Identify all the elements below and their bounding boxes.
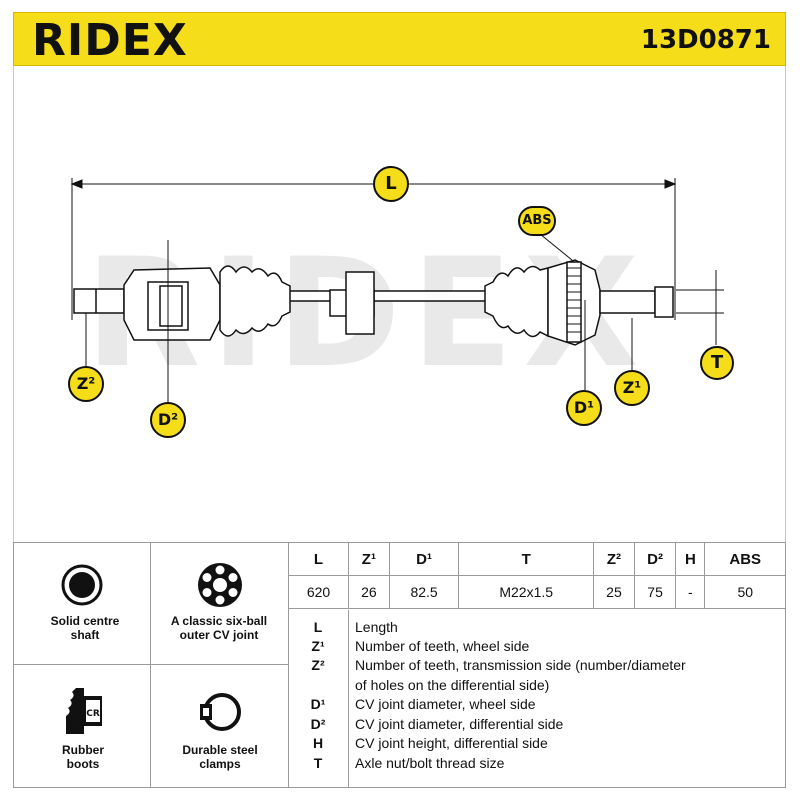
rubber-boot-icon: CR <box>66 688 102 734</box>
feature-divider-h <box>13 664 288 665</box>
brand-logo: RIDEX <box>32 15 188 66</box>
spec-header: H <box>675 542 706 576</box>
legend-row: D² CV joint diameter, differential side <box>288 716 786 736</box>
steel-clamp-icon <box>200 693 241 731</box>
callout-Z1: Z¹ <box>614 370 650 406</box>
diagram-frame <box>13 66 786 542</box>
legend-key: H <box>312 735 324 751</box>
callout-D2: D² <box>150 402 186 438</box>
legend-divider <box>348 610 349 788</box>
legend-key: Z¹ <box>311 638 325 654</box>
spec-header: D² <box>633 542 677 576</box>
solid-shaft-icon <box>61 564 103 606</box>
legend: L Length Z¹ Number of teeth, wheel side … <box>288 610 786 788</box>
spec-value-row: 620 26 82.5 M22x1.5 25 75 - 50 <box>288 575 786 609</box>
spec-header: T <box>458 542 595 576</box>
spec-value: 75 <box>633 575 677 609</box>
callout-Z2: Z² <box>68 366 104 402</box>
legend-key: L <box>313 619 323 635</box>
legend-row: Z¹ Number of teeth, wheel side <box>288 638 786 658</box>
feature-label-six-ball: A classic six-ball outer CV joint <box>170 614 268 642</box>
feature-label-solid-shaft: Solid centre shaft <box>50 614 120 642</box>
legend-key: Z² <box>311 657 325 673</box>
leader-lines <box>85 233 724 405</box>
spec-header: Z¹ <box>347 542 390 576</box>
legend-row: Z² Number of teeth, transmission side (n… <box>288 657 786 677</box>
spec-header: Z² <box>593 542 635 576</box>
part-number: 13D0871 <box>640 25 771 55</box>
spec-value: 25 <box>593 575 635 609</box>
spec-header-row: L Z¹ D¹ T Z² D² H ABS <box>288 542 786 576</box>
legend-desc: Axle nut/bolt thread size <box>355 755 505 771</box>
spec-value: 620 <box>288 575 349 609</box>
feature-divider-v2 <box>288 542 289 788</box>
legend-desc: CV joint diameter, differential side <box>355 716 564 732</box>
spec-header: ABS <box>704 542 786 576</box>
spec-header: L <box>288 542 349 576</box>
legend-desc: of holes on the differential side) <box>355 677 550 693</box>
spec-table: L Z¹ D¹ T Z² D² H ABS 620 26 82.5 M22x1.… <box>288 542 786 609</box>
legend-desc: Number of teeth, transmission side (numb… <box>355 657 686 673</box>
driveshaft-drawing: RIDEX <box>70 178 724 405</box>
feature-divider-v1 <box>150 542 151 788</box>
spec-value: 82.5 <box>388 575 460 609</box>
legend-desc: Number of teeth, wheel side <box>355 638 530 654</box>
legend-row: T Axle nut/bolt thread size <box>288 755 786 775</box>
spec-value: 26 <box>347 575 390 609</box>
svg-text:CR: CR <box>86 709 100 719</box>
legend-row: of holes on the differential side) <box>288 677 786 697</box>
spec-value: M22x1.5 <box>458 575 595 609</box>
spec-value: 50 <box>704 575 786 609</box>
callout-abs: ABS <box>518 206 556 236</box>
callout-L: L <box>373 166 409 202</box>
spec-header: D¹ <box>388 542 460 576</box>
six-ball-joint-icon <box>198 563 242 607</box>
feature-label-steel-clamps: Durable steel clamps <box>182 743 258 771</box>
spec-value: - <box>675 575 706 609</box>
abs-ring-teeth <box>567 267 581 333</box>
legend-row: D¹ CV joint diameter, wheel side <box>288 696 786 716</box>
callout-T: T <box>700 346 734 380</box>
legend-row: H CV joint height, differential side <box>288 735 786 755</box>
legend-desc: Length <box>355 619 398 635</box>
header-bar: RIDEX 13D0871 <box>13 12 786 66</box>
legend-key: T <box>313 755 323 771</box>
legend-desc: CV joint diameter, wheel side <box>355 696 536 712</box>
legend-desc: CV joint height, differential side <box>355 735 548 751</box>
legend-key: D² <box>310 716 326 732</box>
shaft <box>73 259 674 346</box>
callout-D1: D¹ <box>566 390 602 426</box>
legend-row: L Length <box>288 619 786 639</box>
feature-label-rubber-boots: Rubber boots <box>62 743 104 771</box>
legend-key: D¹ <box>310 696 326 712</box>
